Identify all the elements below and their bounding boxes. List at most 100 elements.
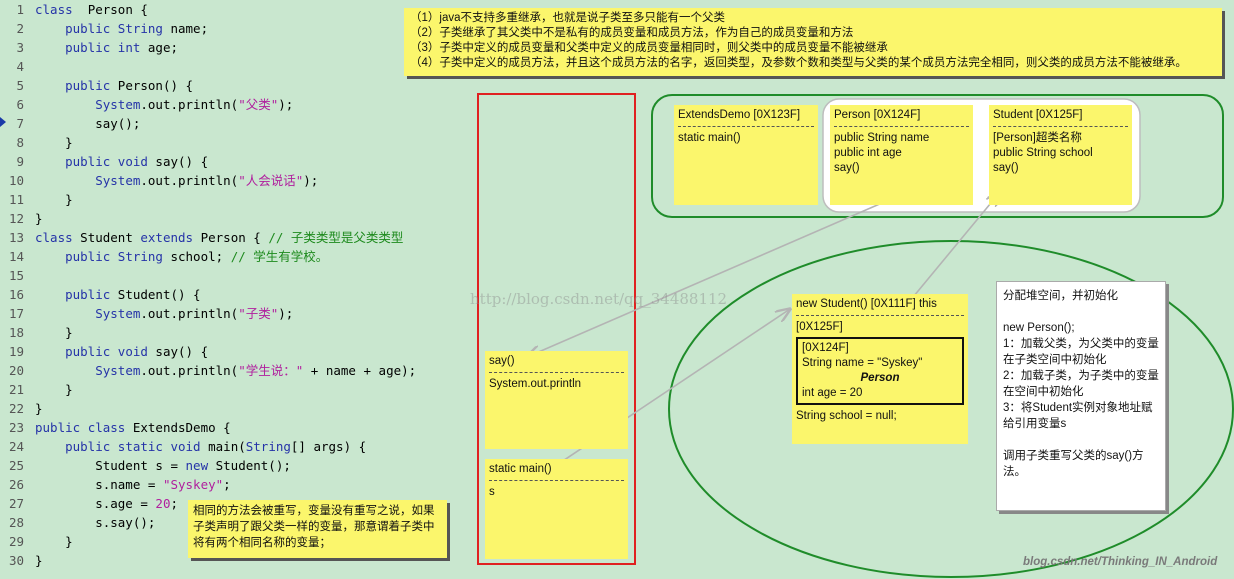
code-token: } (35, 553, 43, 568)
code-token: public (65, 344, 111, 359)
code-token: s.age = (35, 496, 156, 511)
line-number: 12 (8, 211, 24, 226)
line-number: 1 (16, 2, 24, 17)
code-token: } (35, 534, 73, 549)
code-token: ); (303, 173, 319, 188)
code-token: Person { (72, 2, 148, 17)
frame-title: say() (489, 355, 515, 367)
code-token: "子类" (238, 306, 279, 321)
code-line: 16 public Student() { (0, 285, 201, 304)
object-title: new Student() [0X111F] this (796, 298, 937, 310)
code-token: System (95, 363, 141, 378)
code-token: // 子类类型是父类类型 (268, 230, 404, 245)
heap-ellipse (668, 240, 1234, 578)
code-line: 25 Student s = new Student(); (0, 456, 291, 475)
line-number: 3 (16, 40, 24, 55)
code-line: 3 public int age; (0, 38, 178, 57)
code-line: 6 System.out.println("父类"); (0, 95, 293, 114)
class-box-title: Student [0X125F] (993, 109, 1083, 121)
code-token: class (35, 230, 73, 245)
code-token: } (35, 192, 73, 207)
code-token: Student() { (110, 287, 201, 302)
line-number: 20 (8, 363, 24, 378)
code-token: void (117, 344, 148, 359)
code-token: String (117, 249, 163, 264)
code-line: 26 s.name = "Syskey"; (0, 475, 231, 494)
heap-note-line: 2：加载子类，为子类中的变量在空间中初始化 (1003, 370, 1159, 398)
code-line: 15 (0, 266, 35, 285)
code-token: ; (170, 496, 179, 511)
code-line: 11 } (0, 190, 73, 209)
watermark-center: http://blog.csdn.net/qq_34488112 (470, 290, 728, 308)
line-number: 8 (16, 135, 24, 150)
class-box-title: Person [0X124F] (834, 109, 921, 121)
code-token: s.say(); (35, 515, 156, 530)
frame-line: s (489, 486, 495, 498)
line-number: 30 (8, 553, 24, 568)
code-token: .out.println( (140, 363, 239, 378)
code-token: "人会说话" (238, 173, 304, 188)
code-token: System (95, 306, 141, 321)
inner-name-line: String name = "Syskey" (802, 357, 923, 369)
class-box-line: public String name (834, 132, 930, 144)
method-area-container (651, 94, 1224, 218)
code-line: 22} (0, 399, 43, 418)
class-box-line: public int age (834, 147, 902, 159)
code-token: + name + age); (303, 363, 417, 378)
code-token: public (65, 154, 111, 169)
code-token: Person() { (110, 78, 194, 93)
code-token: public (65, 78, 111, 93)
code-token: } (35, 382, 73, 397)
code-token: school; (162, 249, 231, 264)
code-line: 10 System.out.println("人会说话"); (0, 171, 318, 190)
line-number: 19 (8, 344, 24, 359)
code-token: void (117, 154, 148, 169)
code-token: } (35, 325, 73, 340)
code-token: "Syskey" (162, 477, 224, 492)
heap-note-line: 调用子类重写父类的say()方法。 (1003, 450, 1144, 478)
code-line: 17 System.out.println("子类"); (0, 304, 293, 323)
line-number: 15 (8, 268, 24, 283)
object-school-line: String school = null; (796, 410, 897, 422)
current-line-marker (0, 117, 6, 127)
rule-line: （1）java不支持多重继承，也就是说子类至多只能有一个父类 (410, 12, 725, 24)
code-line: 12} (0, 209, 43, 228)
code-token: ); (278, 306, 294, 321)
line-number: 18 (8, 325, 24, 340)
code-token: ); (278, 97, 294, 112)
code-token: ; (223, 477, 231, 492)
code-token: // 学生有学校。 (230, 249, 329, 264)
code-line: 28 s.say(); (0, 513, 155, 532)
line-number: 26 (8, 477, 24, 492)
code-token: int (117, 40, 141, 55)
class-box-line: public String school (993, 147, 1093, 159)
code-line: 18 } (0, 323, 73, 342)
rule-line: （2）子类继承了其父类中不是私有的成员变量和成员方法，作为自己的成员变量和方法 (410, 27, 854, 39)
code-line: 24 public static void main(String[] args… (0, 437, 366, 456)
heap-note-line: 分配堆空间，并初始化 (1003, 290, 1118, 302)
code-token: } (35, 135, 73, 150)
watermark-bottom-right: blog.csdn.net/Thinking_IN_Android (1023, 556, 1218, 568)
code-token: main( (200, 439, 246, 454)
code-line: 14 public String school; // 学生有学校。 (0, 247, 328, 266)
stack-container (477, 93, 636, 565)
line-number: 17 (8, 306, 24, 321)
code-token: Student s = (35, 458, 186, 473)
code-token: s.name = (35, 477, 163, 492)
code-token: public (65, 21, 111, 36)
code-token: [] args) { (290, 439, 367, 454)
line-number: 24 (8, 439, 24, 454)
code-token: extends (140, 230, 194, 245)
code-token: System (95, 173, 141, 188)
line-number: 14 (8, 249, 24, 264)
inheritance-rules-note: （1）java不支持多重继承，也就是说子类至多只能有一个父类 （2）子类继承了其父… (404, 8, 1222, 76)
line-number: 10 (8, 173, 24, 188)
code-token: System (95, 97, 141, 112)
rule-line: （4）子类中定义的成员方法，并且这个成员方法的名字，返回类型，及参数个数和类型与… (410, 57, 1187, 69)
code-token: "父类" (238, 97, 279, 112)
code-token: public (65, 287, 111, 302)
stack-frame-main: static main() s (485, 459, 628, 559)
